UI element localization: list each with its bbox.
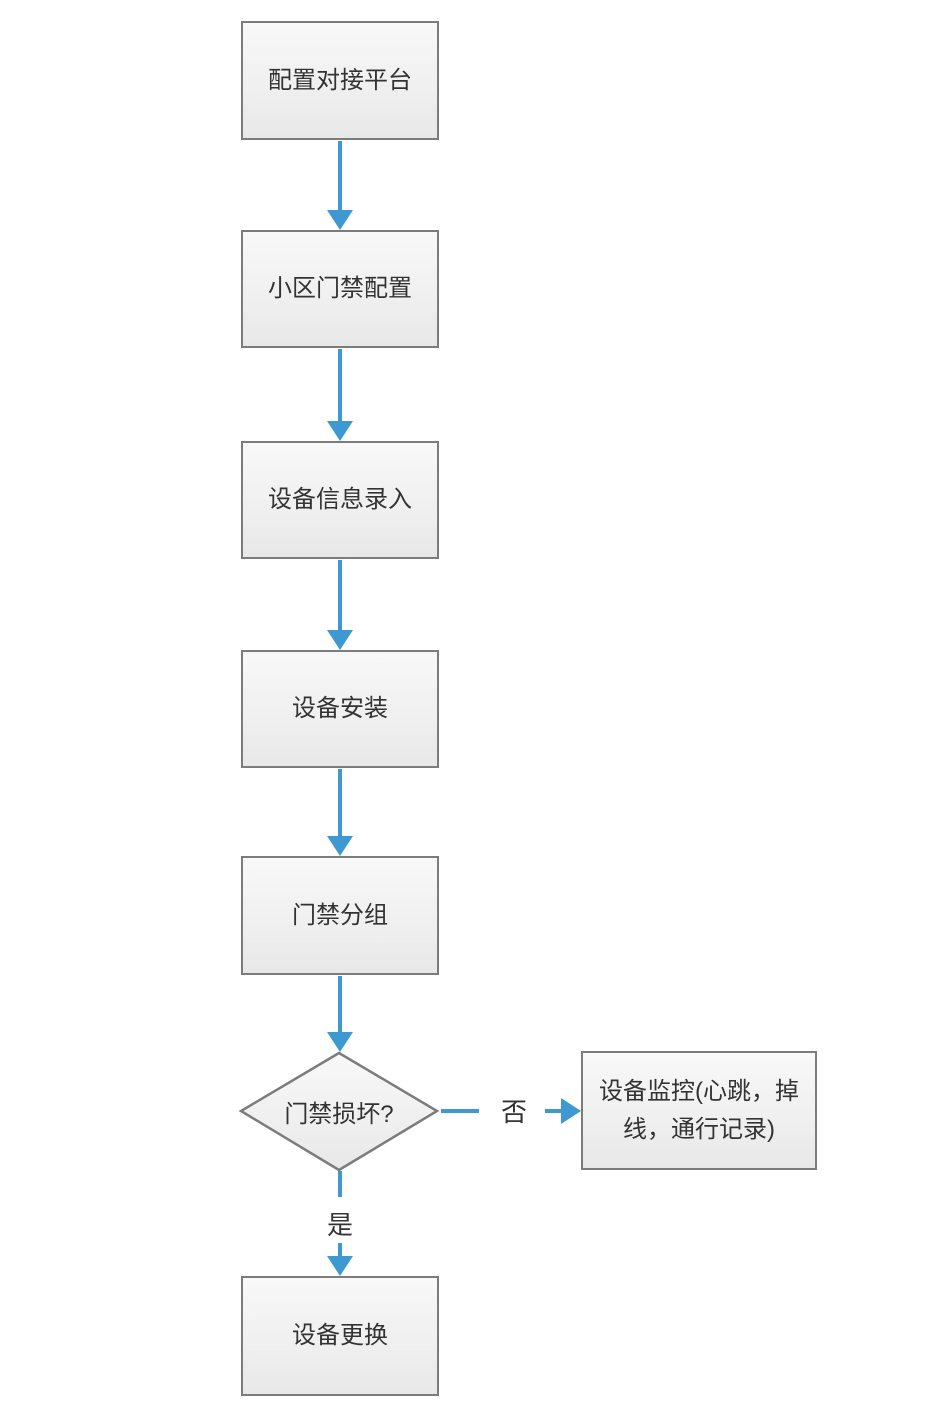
edge-label-yes: 是: [324, 1206, 356, 1240]
decision-label-text: 门禁损坏?: [284, 1100, 394, 1128]
node-device-info-entry-label: 设备信息录入: [268, 486, 412, 513]
edge-label-no: 否: [498, 1093, 530, 1127]
node-device-replacement-label: 设备更换: [292, 1322, 388, 1349]
edge-arrowhead-3: [327, 630, 353, 650]
node-device-monitoring-label: 设备监控(心跳，掉线，通行记录): [599, 1077, 799, 1143]
node-device-install: 设备安装: [241, 650, 439, 768]
edge-arrowhead-1: [327, 210, 353, 230]
node-access-grouping: 门禁分组: [241, 856, 439, 975]
node-device-install-label: 设备安装: [292, 695, 388, 722]
node-configure-platform: 配置对接平台: [241, 21, 439, 140]
edge-arrowhead-yes: [327, 1256, 353, 1276]
edge-arrowhead-5: [327, 1032, 353, 1052]
node-access-damaged-decision-label: 门禁损坏?: [251, 1091, 427, 1131]
node-community-access-config: 小区门禁配置: [241, 230, 439, 348]
decision-diamond-shape: [238, 1051, 440, 1172]
edge-arrowhead-2: [327, 421, 353, 441]
node-device-monitoring: 设备监控(心跳，掉线，通行记录): [581, 1051, 817, 1170]
node-access-grouping-label: 门禁分组: [292, 901, 388, 929]
edge-arrowhead-4: [327, 836, 353, 856]
node-community-access-config-label: 小区门禁配置: [268, 275, 412, 302]
node-configure-platform-label: 配置对接平台: [268, 66, 412, 94]
node-device-info-entry: 设备信息录入: [241, 441, 439, 559]
node-device-replacement: 设备更换: [241, 1276, 439, 1396]
edge-arrowhead-no: [561, 1098, 581, 1124]
